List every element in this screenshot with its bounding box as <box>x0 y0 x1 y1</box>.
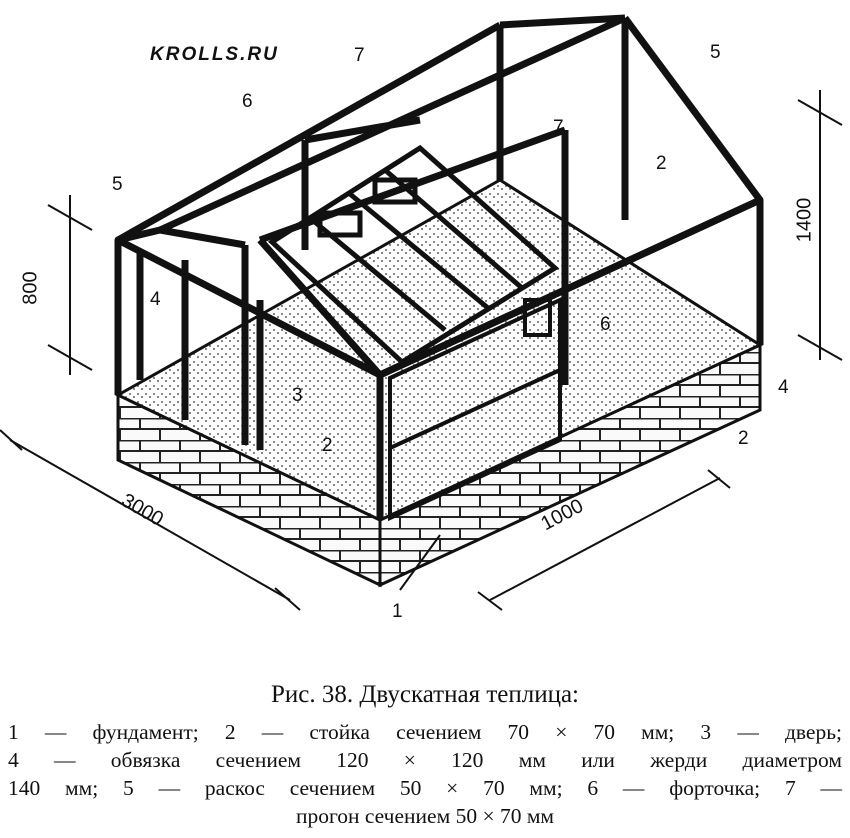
callout-7-top: 7 <box>354 45 365 66</box>
dimension-lines <box>0 90 843 611</box>
callout-2-side: 2 <box>738 428 749 449</box>
caption-title: Рис. 38. Двускатная теплица: <box>270 681 580 708</box>
callout-4-side: 4 <box>778 377 789 398</box>
callout-2-front: 2 <box>322 435 333 456</box>
callout-6-roof: 6 <box>242 91 253 112</box>
caption-line-4: прогон сечением 50 × 70 мм <box>295 804 555 828</box>
callout-1: 1 <box>392 601 403 622</box>
caption-line-2: 4 — обвязка сечением 120 × 120 мм или же… <box>8 748 842 772</box>
dim-wall-height: 800 <box>19 271 42 305</box>
watermark-text: KROLLS.RU <box>150 44 279 65</box>
callout-7-mid: 7 <box>553 117 564 138</box>
frame <box>114 14 764 520</box>
dim-ridge-height: 1400 <box>793 197 816 243</box>
caption-line-1: 1 — фундамент; 2 — стойка сечением 70 × … <box>8 720 842 744</box>
callout-4-front: 4 <box>150 289 161 310</box>
callout-2-back: 2 <box>656 153 667 174</box>
side-panels <box>388 296 562 522</box>
caption-line-3: 140 мм; 5 — раскос сечением 50 × 70 мм; … <box>8 776 842 800</box>
callout-5-back: 5 <box>710 42 721 63</box>
callout-6-side: 6 <box>600 314 611 335</box>
callout-3: 3 <box>292 385 303 406</box>
callout-5-front: 5 <box>112 174 123 195</box>
roof-sash <box>267 144 560 366</box>
greenhouse-drawing <box>0 14 843 611</box>
